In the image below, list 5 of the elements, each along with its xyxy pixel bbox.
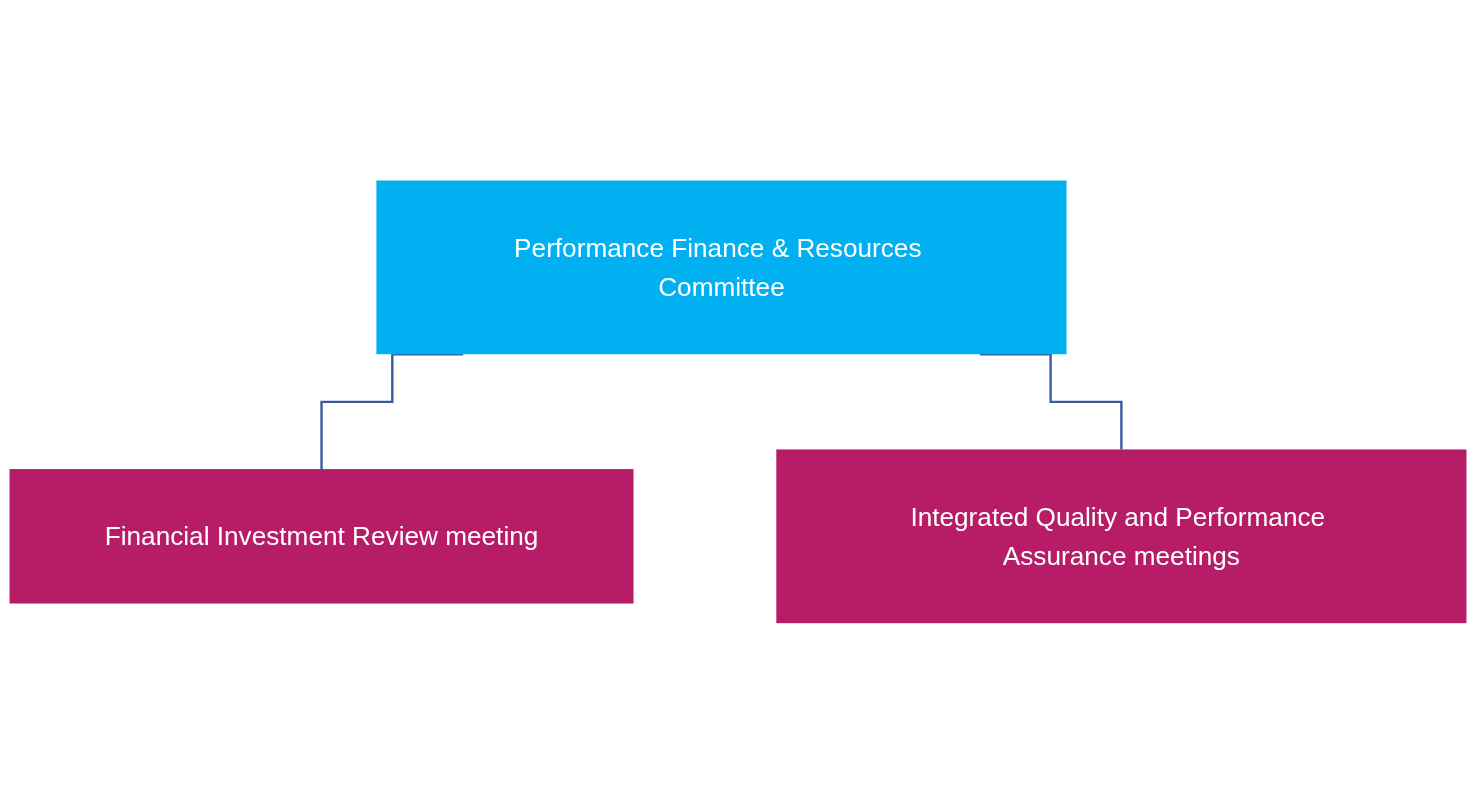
connector: [320, 353, 464, 471]
node-box: Financial Investment Review meeting: [9, 469, 634, 604]
node-box: Performance Finance & Resources Committee: [376, 180, 1067, 355]
node-box: Integrated Quality and Performance Assurance meetings: [776, 449, 1467, 624]
connector: [979, 353, 1123, 451]
